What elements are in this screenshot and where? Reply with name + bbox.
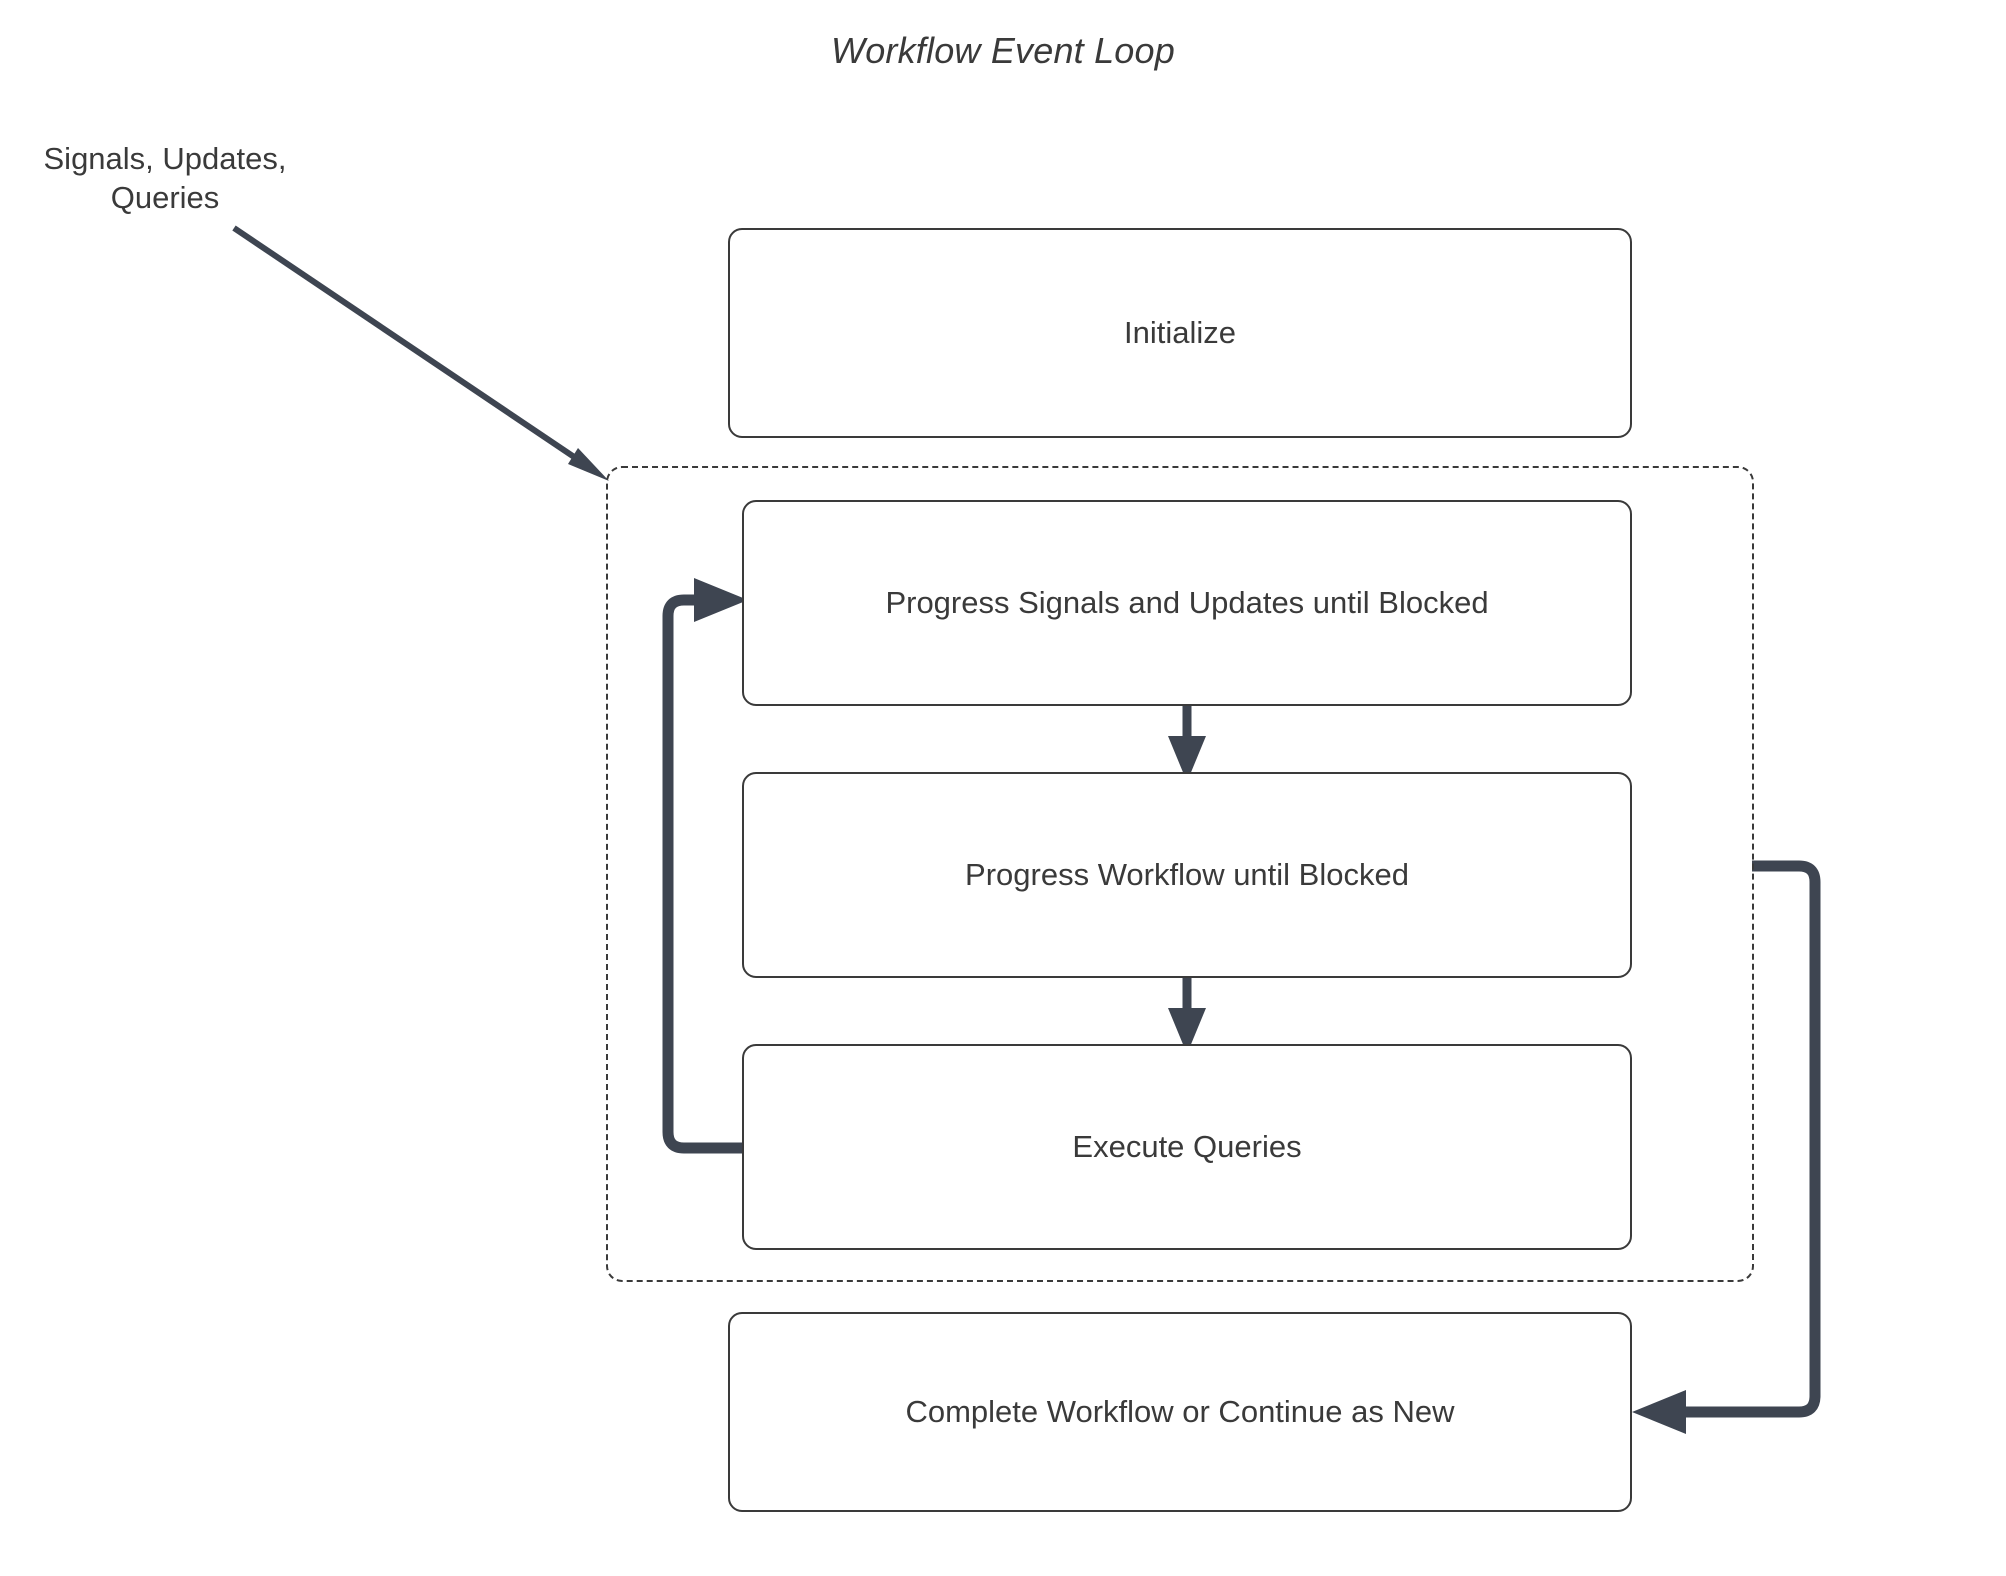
node-execute-queries[interactable]: Execute Queries: [742, 1044, 1632, 1250]
node-progress-signals-label: Progress Signals and Updates until Block…: [885, 585, 1489, 620]
page-title: Workflow Event Loop: [831, 30, 1175, 71]
node-complete-workflow[interactable]: Complete Workflow or Continue as New: [728, 1312, 1632, 1512]
node-progress-workflow[interactable]: Progress Workflow until Blocked: [742, 772, 1632, 978]
node-complete-workflow-label: Complete Workflow or Continue as New: [905, 1394, 1455, 1429]
external-input-label: Signals, Updates,Queries: [20, 140, 310, 218]
node-initialize[interactable]: Initialize: [728, 228, 1632, 438]
node-initialize-label: Initialize: [1124, 315, 1236, 350]
edge-loop-to-complete-workflow: [1632, 860, 1821, 1434]
edge-queries-to-signals-loopback: [662, 578, 748, 1154]
external-input-label-text: Signals, Updates,Queries: [43, 141, 287, 215]
edge-workflow-to-queries-arrow: [1168, 978, 1206, 1054]
edge-signals-to-workflow-arrow: [1168, 706, 1206, 782]
node-execute-queries-label: Execute Queries: [1072, 1129, 1302, 1164]
edge-external-to-loop-group: [232, 225, 609, 481]
node-progress-workflow-label: Progress Workflow until Blocked: [965, 857, 1409, 892]
node-progress-signals[interactable]: Progress Signals and Updates until Block…: [742, 500, 1632, 706]
